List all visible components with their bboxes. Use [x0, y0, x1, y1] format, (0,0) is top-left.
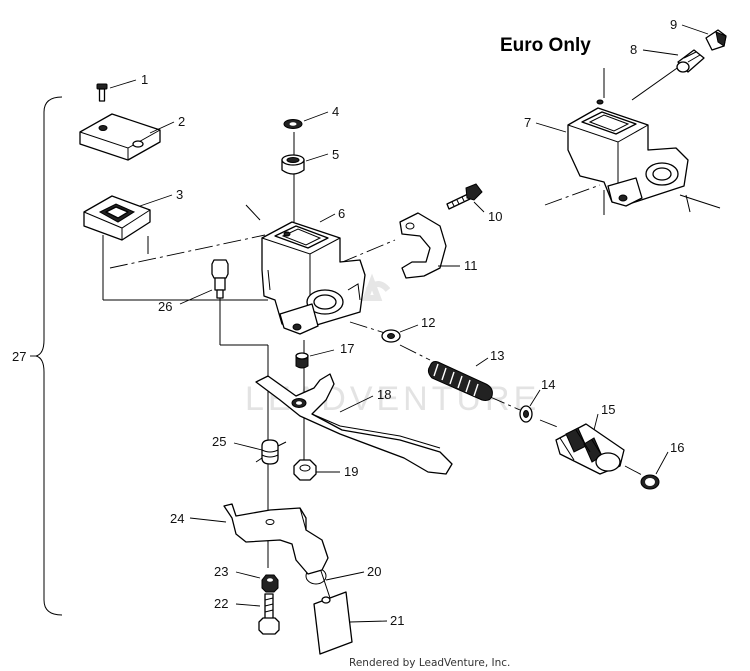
diaphragm-part-3 — [83, 195, 151, 241]
callout-19: 19 — [344, 464, 358, 479]
callout-2: 2 — [178, 114, 185, 129]
clamp-part-11 — [399, 212, 447, 279]
nut-part-23 — [261, 574, 279, 593]
brake-lever-part-18 — [255, 373, 453, 475]
callout-12: 12 — [421, 315, 435, 330]
adaptor-part-8 — [676, 49, 705, 73]
bracket-part-24 — [223, 503, 329, 575]
callout-26: 26 — [158, 299, 172, 314]
pivot-bolt-part-26 — [211, 259, 229, 299]
callout-1: 1 — [141, 72, 148, 87]
washer-part-12 — [381, 329, 401, 343]
euro-only-label: Euro Only — [500, 35, 591, 56]
callout-11: 11 — [464, 258, 478, 273]
callout-18: 18 — [377, 387, 391, 402]
callout-6: 6 — [338, 206, 345, 221]
assembly-brace — [35, 96, 63, 616]
callout-22: 22 — [214, 596, 228, 611]
bolt-part-22 — [258, 593, 280, 635]
bushing-part-5 — [281, 154, 305, 175]
callout-14: 14 — [541, 377, 555, 392]
screw-part-1 — [96, 83, 108, 102]
callout-17: 17 — [340, 341, 354, 356]
piston-part-15 — [555, 423, 625, 475]
clamp-bolt-part-10 — [446, 183, 483, 210]
nut-part-19 — [293, 459, 317, 481]
tag-part-21 — [313, 591, 353, 655]
master-cylinder-part-6 — [261, 221, 366, 335]
callout-16: 16 — [670, 440, 684, 455]
callout-9: 9 — [670, 17, 677, 32]
callout-21: 21 — [390, 613, 404, 628]
washer-part-14 — [519, 405, 533, 423]
callout-25: 25 — [212, 434, 226, 449]
callout-8: 8 — [630, 42, 637, 57]
euro-master-cylinder-part-7 — [567, 99, 689, 207]
leader-lines — [30, 24, 709, 623]
o-ring-part-16 — [640, 474, 660, 490]
reservoir-cover-part-2 — [79, 113, 161, 161]
washer-part-4 — [283, 119, 303, 129]
callout-27: 27 — [12, 349, 26, 364]
callout-23: 23 — [214, 564, 228, 579]
callout-labels: 1 2 3 4 5 6 7 8 9 10 11 12 13 14 15 16 1… — [12, 17, 684, 628]
callout-24: 24 — [170, 511, 184, 526]
callout-10: 10 — [488, 209, 502, 224]
render-credit: Rendered by LeadVenture, Inc. — [349, 657, 510, 669]
spring-part-13 — [427, 361, 493, 401]
callout-5: 5 — [332, 147, 339, 162]
callout-15: 15 — [601, 402, 615, 417]
switch-part-9 — [705, 29, 727, 51]
callout-7: 7 — [524, 115, 531, 130]
bushing-part-17 — [295, 352, 309, 369]
callout-20: 20 — [367, 564, 381, 579]
callout-4: 4 — [332, 104, 339, 119]
spring-part-25 — [255, 439, 287, 465]
callout-3: 3 — [176, 187, 183, 202]
callout-13: 13 — [490, 348, 504, 363]
